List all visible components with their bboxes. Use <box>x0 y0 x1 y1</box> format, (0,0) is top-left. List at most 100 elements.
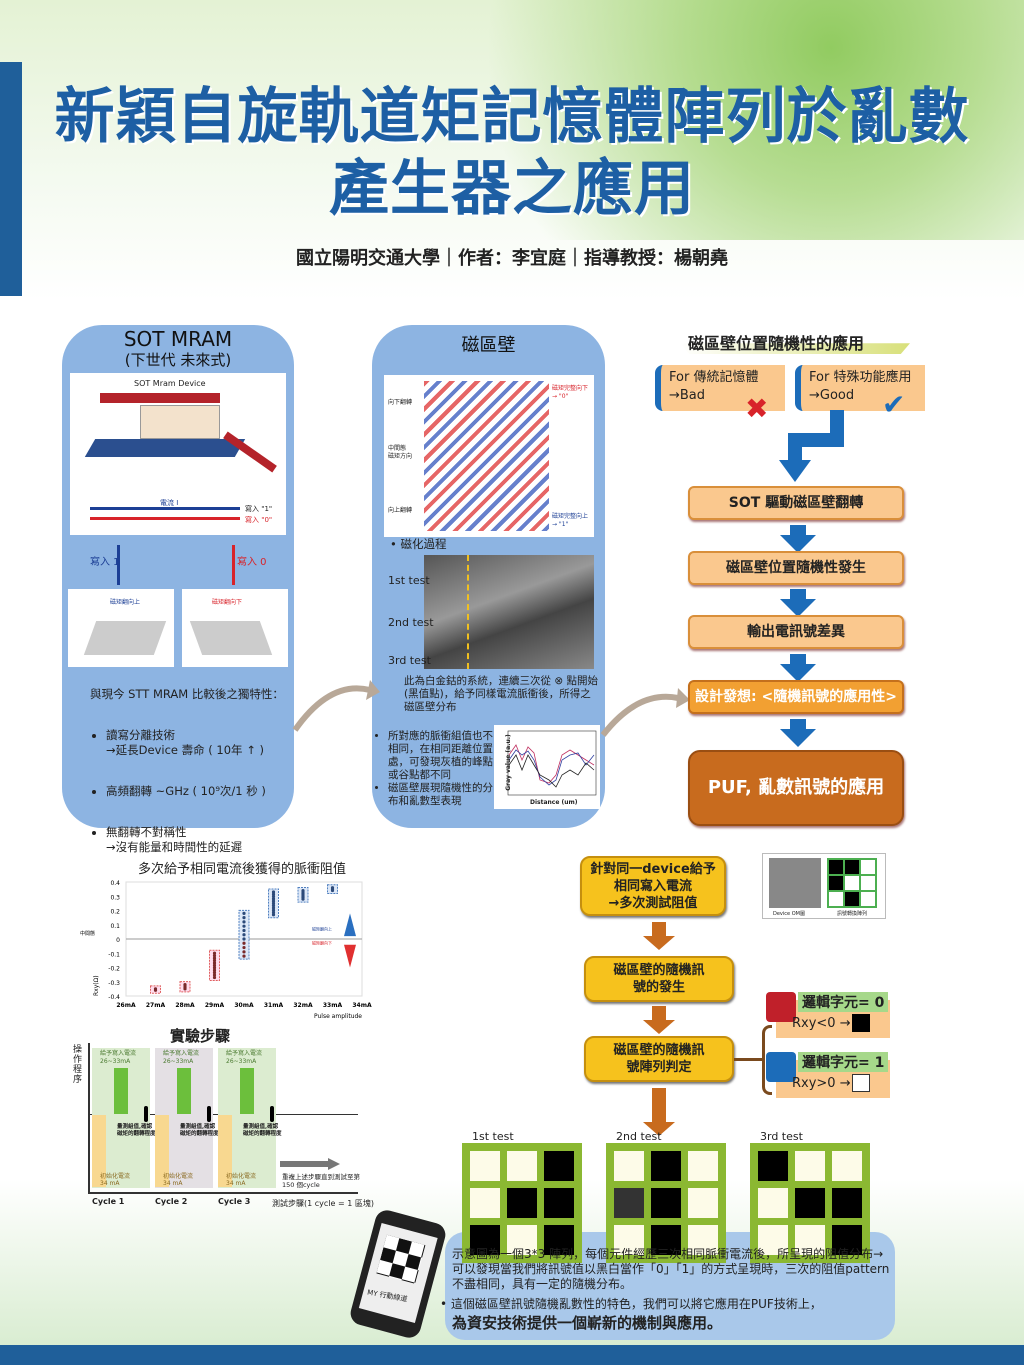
label-down: 向下翻轉 <box>388 399 413 406</box>
summary-bullet: 這個磁區壁訊號隨機亂數性的特色，我們可以將它應用在PUF技術上， <box>450 1297 822 1311</box>
label-mid: 中間態 磁矩方向 <box>388 445 413 460</box>
write1-label: 寫入 "1" <box>245 505 273 513</box>
data-point <box>212 956 217 960</box>
y-tick-label: -0.2 <box>108 966 120 973</box>
x-tick-label: 31mA <box>264 1002 284 1009</box>
data-point <box>271 899 276 903</box>
test-label: 1st test <box>472 1130 514 1143</box>
connector-arrow-icon <box>292 680 380 732</box>
x-axis-label: Pulse amplitude <box>314 1013 362 1020</box>
x-tick-label: 29mA <box>205 1002 225 1009</box>
y-tick-label: 0 <box>116 937 120 944</box>
read-line <box>100 393 220 403</box>
hexagon-pattern <box>380 0 1024 240</box>
test-label: 1st test <box>388 574 430 587</box>
feature-item: 高頻翻轉 ~GHz ( 10⁹次/1 秒 ) <box>106 784 287 799</box>
panel-title: SOT MRAM <box>123 327 233 351</box>
array-cell <box>688 1225 718 1255</box>
arrow-down-icon <box>643 1006 675 1034</box>
array-cell <box>614 1225 644 1255</box>
array-cell <box>544 1225 574 1255</box>
data-point <box>242 941 246 945</box>
sot-layer <box>84 439 246 457</box>
data-point <box>301 888 305 893</box>
array-cell <box>614 1188 644 1218</box>
cycle-label: Cycle 3 <box>218 1197 251 1206</box>
data-point <box>212 951 217 955</box>
description: 所對應的脈衝組值也不相同，在相同距離位置處，可發現灰植的峰點或谷點都不同 <box>388 730 493 782</box>
process-label: 磁化過程 <box>400 537 447 551</box>
x-tick-label: 26mA <box>116 1002 136 1009</box>
down-label: 磁矩翻向下 <box>312 940 332 946</box>
y-tick-label: 0.4 <box>110 880 120 887</box>
init-pulse <box>155 1115 169 1187</box>
bent-arrow-icon <box>779 410 844 482</box>
data-point <box>271 913 276 917</box>
array-cell <box>507 1151 537 1181</box>
test-label: 2nd test <box>388 616 434 629</box>
logic0-condition: Rxy<0 → <box>792 1016 851 1031</box>
phone-label: MY 行動線道 <box>366 1288 408 1304</box>
array-cell <box>688 1188 718 1218</box>
logic1-condition: Rxy>0 → <box>792 1076 851 1091</box>
data-point <box>212 975 217 980</box>
data-point <box>212 963 217 967</box>
measure-marker <box>144 1106 148 1122</box>
init-pulse <box>92 1115 106 1187</box>
array-cell <box>758 1225 788 1255</box>
array-cell <box>758 1188 788 1218</box>
data-point <box>212 958 217 963</box>
init-pulse <box>218 1115 232 1187</box>
x-axis <box>88 1192 358 1194</box>
flow-step: 針對同一device給予 相同寫入電流 →多次測試阻值 <box>580 856 726 916</box>
authors: 國立陽明交通大學｜作者：李宜庭｜指導教授：楊朝堯 <box>296 248 728 269</box>
y-tick-label: 0.1 <box>110 923 120 930</box>
state1-label: 磁矩完整向上 → "1" <box>552 513 589 528</box>
sot-device-diagram: SOT Mram Device 電流 I 寫入 "1" 寫入 "0" <box>70 373 286 535</box>
check-icon: ✔ <box>882 388 906 421</box>
array-cell <box>507 1225 537 1255</box>
start-line <box>467 555 469 669</box>
write-pulse <box>177 1068 191 1114</box>
arrow-up-icon <box>344 913 356 937</box>
data-point <box>242 937 246 941</box>
data-point <box>242 916 246 920</box>
flip-down-label: 磁矩翻向下 <box>212 599 243 606</box>
test-array <box>606 1143 726 1263</box>
measure-marker <box>270 1106 274 1122</box>
description: 磁區壁展現隨機性的分布和亂數型表現 <box>388 782 493 808</box>
measure-label: 量測組值,確認磁矩的翻轉程度 <box>117 1124 156 1137</box>
y-tick-label: 0.3 <box>110 894 120 901</box>
data-point <box>271 901 276 905</box>
data-point <box>271 890 276 894</box>
mtj-stack <box>140 405 220 439</box>
x-tick-label: 33mA <box>323 1002 343 1009</box>
array-cell <box>795 1225 825 1255</box>
data-point <box>212 966 217 970</box>
data-point <box>271 910 276 915</box>
array-cell <box>544 1151 574 1181</box>
measure-label: 量測組值,確認磁矩的翻轉程度 <box>243 1124 282 1137</box>
black-cell-icon <box>852 1014 870 1032</box>
flow-step: 磁區壁的隨機訊 號陣列判定 <box>584 1036 734 1082</box>
flow-step: 磁區壁位置隨機性發生 <box>688 551 904 585</box>
arrow-down-icon <box>780 719 816 747</box>
y-tick-label: -0.4 <box>108 994 120 1001</box>
data-point <box>271 906 276 910</box>
plot-ylabel: Gray value (a.u.) <box>504 734 512 791</box>
kerr-images <box>424 555 594 669</box>
write0-label: 寫入 "0" <box>245 516 273 524</box>
steps-title: 實驗步驟 <box>170 1027 231 1045</box>
device-om-image <box>769 858 821 908</box>
title-underline <box>680 343 910 354</box>
measure-marker <box>207 1106 211 1122</box>
write-pulse <box>240 1068 254 1114</box>
panel-sot-mram: SOT MRAM (下世代 未來式) SOT Mram Device 電流 I … <box>62 325 294 854</box>
description: 此為白金鈷的系統，連續三次從 ⊗ 點開始(黑值點)，給予同樣電流脈衝後，所得之磁… <box>404 675 598 713</box>
array-cell <box>758 1151 788 1181</box>
arrow-down-icon <box>643 922 675 950</box>
flow-step-final: PUF, 亂數訊號的應用 <box>688 750 904 826</box>
repeat-label: 重複上述步驟直到測試至第150 個cycle <box>282 1173 360 1189</box>
flow-step: 磁區壁的隨機訊 號的發生 <box>584 956 734 1002</box>
